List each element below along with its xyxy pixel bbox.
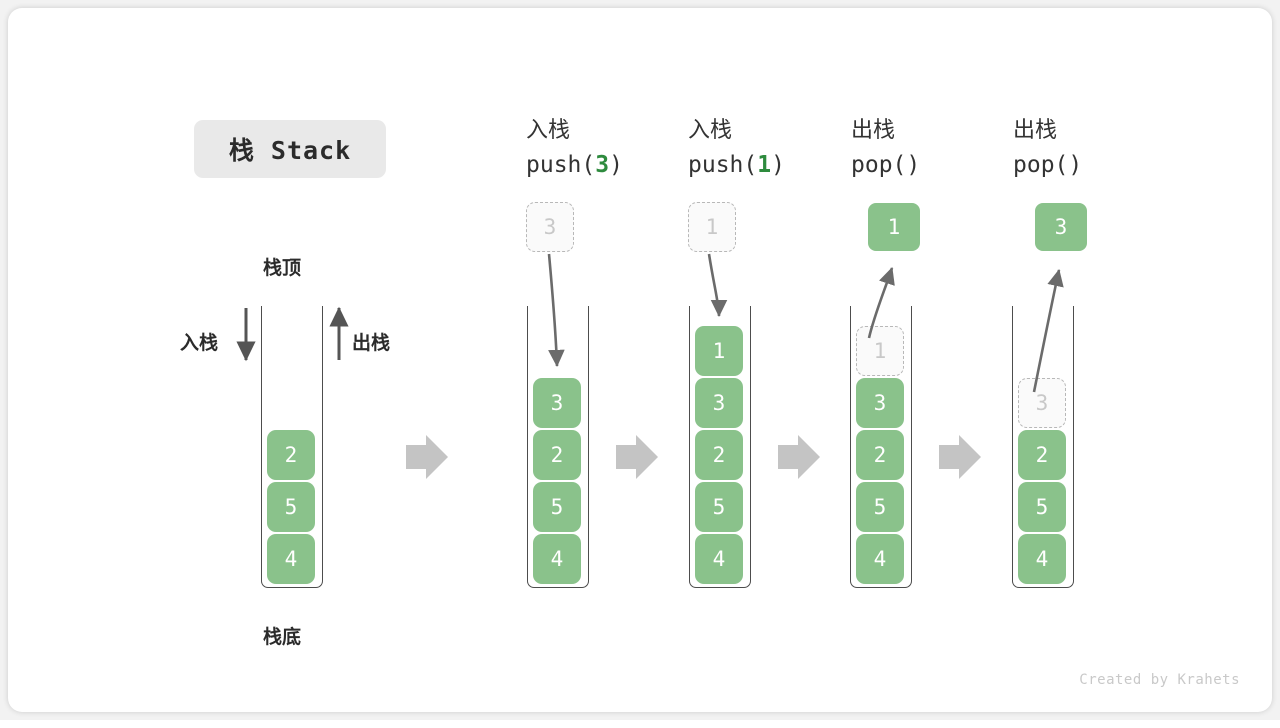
push-side-label: 入栈 — [180, 332, 219, 354]
column-head-cn-pop-2: 出栈 — [1013, 118, 1058, 143]
column-head-code-push-1: push(1) — [688, 148, 858, 182]
stack-cell-ghost: 3 — [1018, 378, 1066, 428]
stack-cell: 2 — [267, 430, 315, 480]
code-prefix: pop( — [851, 152, 907, 178]
popped-value-1: 1 — [868, 203, 920, 251]
code-suffix: ) — [771, 152, 785, 178]
stack-bottom-label: 栈底 — [263, 626, 302, 648]
code-suffix: ) — [1068, 152, 1083, 178]
column-head-pop-1: 出栈 pop() — [851, 114, 1021, 182]
column-head-code-pop-2: pop() — [1013, 148, 1183, 182]
stack-cell: 4 — [856, 534, 904, 584]
watermark-credit: Created by Krahets — [1079, 672, 1240, 688]
column-head-code-push-3: push(3) — [526, 148, 696, 182]
stack-container-initial — [261, 306, 323, 588]
stack-cell: 3 — [533, 378, 581, 428]
stack-cell: 4 — [695, 534, 743, 584]
external-cell-push-3: 3 — [526, 202, 574, 252]
stack-cell: 4 — [267, 534, 315, 584]
stack-cell: 5 — [1018, 482, 1066, 532]
pop-side-label: 出栈 — [352, 332, 391, 354]
step-arrow-3 — [778, 435, 820, 479]
stack-cell: 5 — [695, 482, 743, 532]
stack-cell: 1 — [695, 326, 743, 376]
stack-cell: 2 — [856, 430, 904, 480]
stack-top-label: 栈顶 — [263, 257, 302, 279]
stack-container-push-3 — [527, 306, 589, 588]
diagram-card: 栈 Stack 入栈 push(3) 入栈 push(1) 出栈 pop() 出… — [8, 8, 1272, 712]
code-prefix: push( — [526, 152, 596, 178]
stack-container-pop-1 — [850, 306, 912, 588]
column-head-push-1: 入栈 push(1) — [688, 114, 858, 182]
stack-cell: 2 — [695, 430, 743, 480]
external-cell-push-1: 1 — [688, 202, 736, 252]
column-head-cn-push-3: 入栈 — [526, 118, 571, 143]
stack-cell: 2 — [533, 430, 581, 480]
stack-cell: 4 — [1018, 534, 1066, 584]
step-arrow-2 — [616, 435, 658, 479]
column-head-cn-pop-1: 出栈 — [851, 118, 896, 143]
step-arrow-1 — [406, 435, 448, 479]
stack-cell-ghost: 1 — [856, 326, 904, 376]
code-prefix: pop( — [1013, 152, 1069, 178]
column-head-push-3: 入栈 push(3) — [526, 114, 696, 182]
stack-container-push-1 — [689, 306, 751, 588]
column-head-cn-push-1: 入栈 — [688, 118, 733, 143]
column-head-pop-2: 出栈 pop() — [1013, 114, 1183, 182]
step-arrow-4 — [939, 435, 981, 479]
stack-cell: 3 — [856, 378, 904, 428]
stack-cell: 5 — [533, 482, 581, 532]
stack-cell: 5 — [856, 482, 904, 532]
stack-container-pop-2 — [1012, 306, 1074, 588]
code-suffix: ) — [609, 152, 623, 178]
code-suffix: ) — [906, 152, 921, 178]
code-prefix: push( — [688, 152, 758, 178]
stack-cell: 3 — [695, 378, 743, 428]
stack-cell: 5 — [267, 482, 315, 532]
stack-title-badge: 栈 Stack — [194, 120, 386, 178]
code-arg: 3 — [595, 152, 610, 178]
stack-cell: 2 — [1018, 430, 1066, 480]
column-head-code-pop-1: pop() — [851, 148, 1021, 182]
stack-cell: 4 — [533, 534, 581, 584]
code-arg: 1 — [757, 152, 772, 178]
popped-value-3: 3 — [1035, 203, 1087, 251]
